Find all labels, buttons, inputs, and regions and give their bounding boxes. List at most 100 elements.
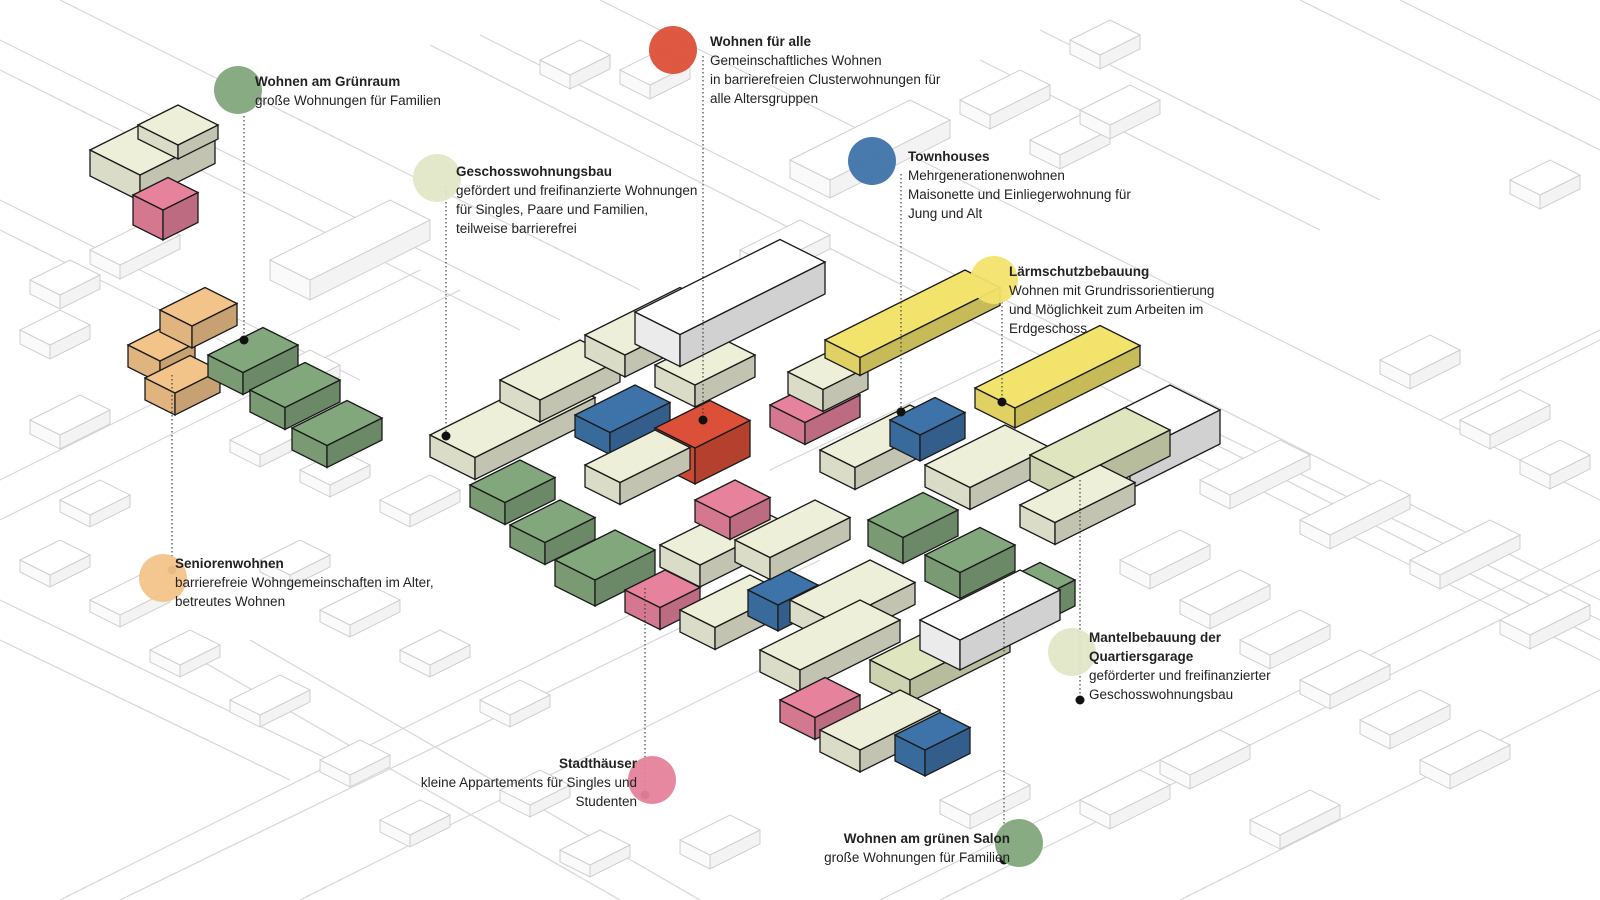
- context-building: [1298, 649, 1392, 710]
- legend-circle-gruenraum: [214, 66, 262, 114]
- context-building: [1408, 519, 1522, 590]
- building-cream: [653, 334, 757, 409]
- building-cream: [758, 599, 902, 694]
- legend-circle-geschoss: [413, 154, 461, 202]
- context-building: [18, 309, 92, 360]
- building-orange: [143, 354, 222, 417]
- street-line: [59, 0, 641, 291]
- building-green: [248, 361, 342, 431]
- context-building: [1078, 769, 1172, 830]
- street-line: [0, 639, 291, 781]
- context-building: [28, 259, 102, 310]
- context-building: [258, 539, 332, 588]
- context-building: [1178, 569, 1272, 630]
- street-line: [769, 359, 1001, 471]
- context-building: [18, 539, 92, 588]
- context-building: [318, 739, 392, 788]
- context-building: [1248, 789, 1342, 850]
- building-pink: [623, 569, 702, 631]
- building-cream: [733, 499, 852, 581]
- street-line: [0, 39, 561, 321]
- context-building: [398, 629, 472, 678]
- context-building: [958, 69, 1052, 130]
- context-building: [1118, 529, 1212, 590]
- street-line: [0, 599, 331, 761]
- leader-dot: [698, 415, 708, 425]
- legend-circle-senioren: [139, 554, 187, 602]
- building-green: [508, 499, 597, 566]
- context-building: [678, 814, 762, 870]
- street-line: [0, 289, 461, 521]
- project-buildings: [88, 104, 1222, 778]
- building-pink: [693, 479, 772, 541]
- context-building: [1418, 729, 1512, 790]
- street-line: [479, 34, 1600, 601]
- street-line: [1399, 0, 1600, 101]
- context-building: [318, 584, 402, 638]
- building-yellow: [973, 324, 1142, 430]
- legend-circle-salon: [995, 819, 1043, 867]
- building-green: [468, 459, 557, 526]
- building-pink: [131, 176, 200, 242]
- context-building: [938, 769, 1032, 830]
- context-building: [378, 474, 462, 528]
- street-line: [599, 0, 1600, 501]
- context-building: [28, 394, 112, 450]
- context-building: [378, 799, 452, 848]
- context-building: [58, 479, 132, 528]
- building-cream: [1018, 464, 1137, 546]
- context-building: [1078, 84, 1162, 140]
- context-building: [1508, 159, 1582, 210]
- street-line: [0, 69, 521, 331]
- building-orange: [158, 286, 239, 350]
- legend-circle-stadt: [628, 756, 676, 804]
- context-building: [558, 829, 632, 878]
- leader-dot: [1075, 695, 1085, 705]
- street-line: [1299, 0, 1600, 151]
- leader-dot: [441, 431, 451, 441]
- building-green: [553, 529, 657, 608]
- legend-circles: [139, 26, 1096, 867]
- context-building: [498, 769, 572, 818]
- building-pink: [778, 676, 862, 741]
- street-line: [429, 44, 1600, 641]
- legend-circle-laerm: [970, 256, 1018, 304]
- building-cream: [583, 429, 692, 506]
- context-buildings: [18, 19, 1592, 878]
- street-line: [1179, 689, 1600, 900]
- context-building: [478, 679, 552, 728]
- street-line: [1439, 339, 1600, 421]
- context-building: [298, 449, 372, 498]
- context-building: [1158, 729, 1252, 790]
- leader-dot: [896, 407, 906, 417]
- building-white: [918, 569, 1062, 672]
- leader-dot: [239, 335, 249, 345]
- context-building: [1358, 689, 1452, 750]
- context-building: [1518, 439, 1592, 490]
- context-building: [1298, 479, 1412, 550]
- building-cream: [136, 104, 220, 161]
- context-building: [538, 39, 612, 90]
- legend-circle-townhouses: [848, 137, 896, 185]
- building-blue: [893, 711, 972, 778]
- context-building: [1378, 334, 1462, 390]
- street-line: [1499, 329, 1600, 381]
- context-building: [228, 674, 312, 728]
- legend-circle-mantel: [1048, 628, 1096, 676]
- building-green: [290, 399, 384, 469]
- building-green: [866, 491, 960, 565]
- context-building: [1198, 439, 1312, 510]
- leader-dot: [997, 397, 1007, 407]
